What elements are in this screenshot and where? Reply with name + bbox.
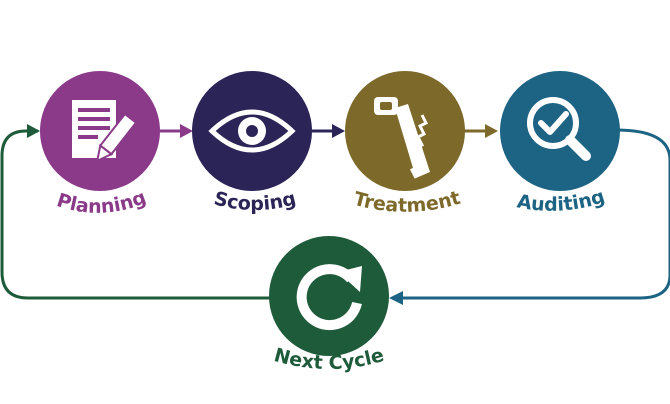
step-next-cycle: Next Cycle xyxy=(269,236,389,374)
auditing-circle xyxy=(500,71,620,191)
magnifier-check-icon xyxy=(527,97,591,161)
connectors xyxy=(0,124,670,305)
document-pencil-icon xyxy=(72,100,138,163)
scoping-to-treatment-arrow-icon xyxy=(332,124,345,138)
return-line xyxy=(392,128,670,300)
planning-to-scoping-arrow-icon xyxy=(180,124,193,138)
treatment-label: Treatment xyxy=(351,187,462,217)
step-scoping: Scoping xyxy=(192,71,312,215)
step-auditing: Auditing xyxy=(500,71,620,216)
saw-icon xyxy=(374,97,430,179)
step-planning: Planning xyxy=(40,71,160,218)
planning-label: Planning xyxy=(54,186,149,217)
cycle-arrow-icon xyxy=(296,264,362,331)
entry-line xyxy=(0,129,270,300)
step-treatment: Treatment xyxy=(345,71,465,217)
scoping-label: Scoping xyxy=(212,188,298,216)
next-cycle-circle xyxy=(269,236,389,356)
return-arrow-icon xyxy=(389,291,403,305)
eye-icon xyxy=(208,109,296,153)
treatment-to-auditing-arrow-icon xyxy=(485,124,498,138)
entry-arrow-icon xyxy=(27,124,40,138)
